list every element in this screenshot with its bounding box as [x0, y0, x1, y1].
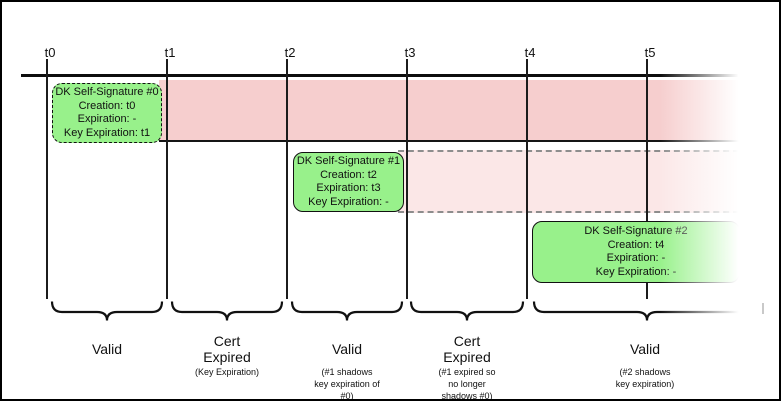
period-note: (#2 shadows — [619, 367, 671, 377]
period-note: (#1 shadows — [321, 367, 373, 377]
brace-period-1 — [170, 301, 284, 321]
tick-label-t5: t5 — [644, 45, 656, 60]
t2-gridline — [286, 59, 288, 299]
timeline-axis — [21, 74, 738, 77]
signature-box-0: DK Self-Signature #0 Creation: t0 Expira… — [52, 83, 162, 143]
period-label: Valid — [331, 341, 363, 357]
signature-detail: Key Expiration: t1 — [63, 126, 151, 139]
t0-gridline — [46, 59, 48, 299]
period-note: key expiration) — [615, 379, 675, 389]
period-label: Cert Expired — [203, 333, 251, 365]
brace-period-0 — [50, 301, 164, 321]
signature-detail: Expiration: - — [77, 113, 137, 125]
period-0: Valid — [37, 332, 177, 366]
signature-detail: Expiration: - — [606, 252, 666, 264]
signature-detail: Expiration: t3 — [316, 182, 381, 194]
brace-period-2 — [290, 301, 404, 321]
signature-detail: Creation: t4 — [607, 238, 665, 251]
period-label: Valid — [629, 341, 661, 357]
period-3: Cert Expired (#1 expired so no longer sh… — [397, 332, 537, 401]
tick-label-t4: t4 — [524, 45, 536, 60]
tick-label-t1: t1 — [164, 45, 176, 60]
tick-label-t3: t3 — [404, 45, 416, 60]
period-note: no longer — [448, 379, 486, 389]
period-note: key expiration of — [314, 379, 380, 389]
signature-detail: Creation: t2 — [320, 168, 377, 181]
t5-gridline — [646, 59, 648, 299]
period-2: Valid (#1 shadows key expiration of #0) — [277, 332, 417, 401]
period-note: (#1 expired so — [438, 367, 496, 377]
period-note: (Key Expiration) — [194, 367, 260, 377]
t1-gridline — [166, 59, 168, 299]
faded-brace-endcap — [762, 303, 764, 314]
right-fade-overlay — [660, 4, 779, 399]
t3-gridline — [406, 59, 408, 299]
period-4: Valid (#2 shadows key expiration) — [575, 332, 715, 390]
tick-label-t2: t2 — [284, 45, 296, 60]
brace-period-3 — [409, 301, 525, 321]
signature-detail: Key Expiration: - — [595, 265, 677, 278]
t4-gridline — [526, 59, 528, 299]
tick-label-t0: t0 — [44, 45, 56, 60]
signature-title: DK Self-Signature #1 — [296, 155, 401, 167]
signature-detail: Key Expiration: - — [308, 195, 389, 208]
signature-title: DK Self-Signature #0 — [55, 86, 159, 98]
period-label: Cert Expired — [443, 333, 491, 365]
period-note: #0) — [340, 391, 354, 401]
expired-band-strong — [159, 80, 739, 142]
period-note: shadows #0) — [441, 391, 493, 401]
period-label: Valid — [91, 341, 123, 357]
signature-box-1: DK Self-Signature #1 Creation: t2 Expira… — [293, 152, 404, 212]
period-1: Cert Expired (Key Expiration) — [157, 332, 297, 378]
signature-detail: Creation: t0 — [78, 99, 136, 112]
